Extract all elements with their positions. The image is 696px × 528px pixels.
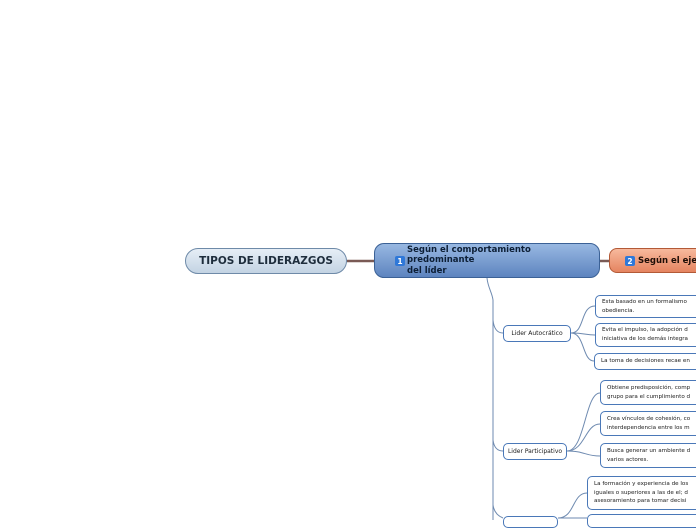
leaf-text: Esta basado en un formalismo obediencia. [602, 298, 687, 314]
leaf-text: Obtiene predisposición, comp grupo para … [607, 384, 691, 400]
main-topic-1[interactable]: 1 Según el comportamiento predominante d… [374, 243, 600, 278]
link-trunk-sub1 [492, 319, 504, 334]
leaf-node[interactable]: Evita el impulso, la adopción d iniciati… [595, 323, 696, 347]
leaf-node[interactable]: La toma de decisiones recae en [594, 353, 696, 370]
leaf-node[interactable]: Esta basado en un formalismo obediencia. [595, 295, 696, 318]
leaf-node-partial[interactable] [587, 514, 696, 528]
link-trunk-sub3 [492, 504, 504, 519]
link-trunk-sub2 [492, 439, 504, 452]
leaf-text: Busca generar un ambiente d varios actor… [607, 447, 691, 463]
root-node-label: TIPOS DE LIDERAZGOS [199, 255, 333, 267]
leaf-text: Evita el impulso, la adopción d iniciati… [602, 327, 688, 342]
main-topic-2[interactable]: 2 Según el ejercicio [609, 248, 696, 273]
leaf-text: La formación y experiencia de los iguale… [594, 481, 689, 505]
subtopic-lider-participativo[interactable]: Lider Participativo [503, 443, 567, 460]
leaf-node[interactable]: La formación y experiencia de los iguale… [587, 476, 696, 510]
leaf-node[interactable]: Crea vínculos de cohesión, co interdepen… [600, 411, 696, 436]
link-sub1-leaf1 [570, 305, 596, 334]
leaf-node[interactable]: Busca generar un ambiente d varios actor… [600, 443, 696, 468]
main-topic-2-label: Según el ejercicio [638, 255, 696, 266]
link-sub2-leaf5 [566, 423, 601, 452]
subtopic-label: Lider Participativo [507, 448, 563, 455]
subtopic-partial[interactable] [503, 516, 558, 528]
leaf-text: La toma de decisiones recae en [601, 358, 690, 365]
topic-number-badge: 2 [625, 256, 635, 266]
subtopic-label: Lider Autocrático [511, 330, 563, 337]
leaf-node[interactable]: Obtiene predisposición, comp grupo para … [600, 380, 696, 405]
main-topic-1-label: Según el comportamiento predominante del… [407, 245, 531, 276]
link-sub2-leaf4 [566, 392, 601, 452]
subtopic-lider-autocratico[interactable]: Lider Autocrático [503, 325, 571, 342]
topic-number-badge: 1 [395, 256, 405, 266]
link-sub3-leaf7 [557, 492, 588, 519]
link-sub2-leaf6 [566, 450, 601, 457]
leaf-text: Crea vínculos de cohesión, co interdepen… [607, 415, 691, 431]
link-sub1-leaf3 [570, 332, 595, 362]
root-node[interactable]: TIPOS DE LIDERAZGOS [185, 248, 347, 274]
link-main1-trunk [486, 277, 494, 520]
